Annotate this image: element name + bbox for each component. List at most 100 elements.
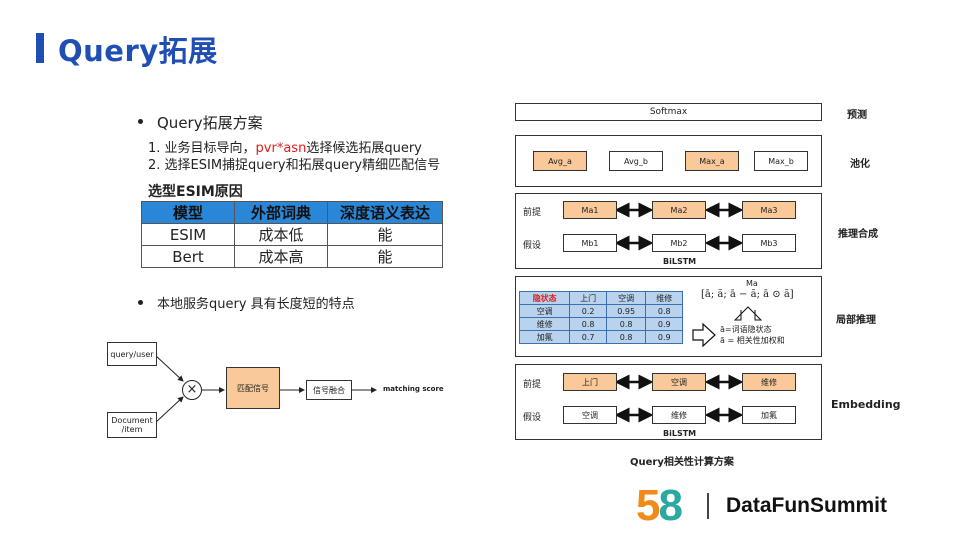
- matrix-cell: 0.95: [605, 304, 647, 318]
- embed-premise-token: 空调: [652, 373, 706, 391]
- esim-caption: Query相关性计算方案: [630, 457, 734, 468]
- pool-avg-a: Avg_a: [533, 151, 587, 171]
- infer-ma3: Ma3: [742, 201, 796, 219]
- brand-name: DataFunSummit: [726, 494, 888, 517]
- table-cell: 成本低: [234, 223, 328, 246]
- bullet-dot: [138, 300, 143, 305]
- connector-arrow: [154, 396, 184, 424]
- table-header: 外部词典: [234, 201, 328, 224]
- bullet-text: 本地服务query 具有长度短的特点: [157, 297, 355, 312]
- embed-premise-token: 维修: [742, 373, 796, 391]
- table-row: 空调 0.2 0.95 0.8: [518, 304, 683, 318]
- input-query-user: query/user: [107, 342, 157, 366]
- matching-diagram-lines: [154, 354, 377, 424]
- infer-mb1: Mb1: [563, 234, 617, 252]
- item1-prefix: 1. 业务目标导向，: [148, 141, 256, 156]
- matrix-col-header: 空调: [605, 291, 647, 305]
- infer-ma2: Ma2: [652, 201, 706, 219]
- bilstm-label: BiLSTM: [663, 429, 697, 438]
- matrix-cell: 0.7: [569, 330, 607, 344]
- embed-hyp-token: 维修: [652, 406, 706, 424]
- brand-logo-58: 58: [636, 480, 683, 532]
- layer-label-predict: 预测: [847, 110, 867, 121]
- table-row: 隐状态 上门 空调 维修: [518, 291, 683, 305]
- layer-label-infer: 推理合成: [838, 229, 878, 240]
- bullet-dot: [138, 119, 143, 124]
- matrix-col-header: 上门: [569, 291, 607, 305]
- matrix-cell: 0.2: [569, 304, 607, 318]
- matrix-cell: 0.8: [605, 330, 647, 344]
- feature-formula: [ā; ã; ā − ã; ā ⊙ ã]: [701, 289, 794, 300]
- table-row: 加氟 0.7 0.8 0.9: [518, 330, 683, 344]
- signal-fusion-box: 信号融合: [306, 380, 352, 400]
- premise-label: 前提: [523, 380, 542, 390]
- legend-hidden-state: ā=词语隐状态: [720, 325, 772, 334]
- infer-mb2: Mb2: [652, 234, 706, 252]
- embedding-frame: [515, 364, 822, 440]
- hypothesis-label: 假设: [523, 413, 542, 423]
- right-arrow-icon: [692, 322, 716, 348]
- attention-matrix: 隐状态 上门 空调 维修 空调 0.2 0.95 0.8 维修 0.8 0.8 …: [518, 291, 683, 344]
- premise-label: 前提: [523, 208, 542, 218]
- multiply-operator: ×: [182, 380, 202, 400]
- input-document-item: Document /item: [107, 412, 157, 438]
- hypothesis-label: 假设: [523, 241, 542, 251]
- match-signal-box: 匹配信号: [226, 367, 280, 409]
- pool-avg-b: Avg_b: [609, 151, 663, 171]
- matrix-cell: 0.8: [645, 304, 683, 318]
- matrix-cell: 0.9: [645, 317, 683, 331]
- title-accent-bar: [36, 33, 44, 63]
- table-title: 选型ESIM原因: [148, 184, 243, 200]
- matrix-row-header: 加氟: [518, 330, 571, 344]
- embed-premise-token: 上门: [563, 373, 617, 391]
- softmax-label: Softmax: [649, 107, 688, 117]
- bilstm-label: BiLSTM: [663, 257, 697, 266]
- pool-max-a: Max_a: [685, 151, 739, 171]
- page-title: Query拓展: [58, 34, 218, 68]
- item1-suffix: 选择候选拓展query: [306, 141, 422, 156]
- table-cell: ESIM: [141, 223, 235, 246]
- pool-max-b: Max_b: [754, 151, 808, 171]
- infer-ma1: Ma1: [563, 201, 617, 219]
- table-cell: 能: [327, 245, 443, 268]
- layer-label-local: 局部推理: [836, 315, 876, 326]
- list-item-2: 2. 选择ESIM捕捉query和拓展query精细匹配信号: [148, 158, 441, 173]
- matrix-cell: 0.9: [645, 330, 683, 344]
- matching-score-label: matching score: [383, 385, 444, 393]
- matrix-col-header: 维修: [645, 291, 683, 305]
- table-row: Bert 成本高 能: [141, 245, 443, 268]
- logo-digit: 8: [658, 481, 683, 530]
- embed-hyp-token: 加氟: [742, 406, 796, 424]
- item1-highlight: pvr*asn: [255, 141, 307, 156]
- table-header: 模型: [141, 201, 235, 224]
- bullet-expansion-plan: Query拓展方案: [138, 112, 263, 133]
- inference-frame: [515, 193, 822, 269]
- up-arrow-icon: [733, 306, 763, 321]
- connector-arrow: [154, 354, 184, 382]
- layer-label-embedding: Embedding: [831, 398, 901, 411]
- bullet-local-service: 本地服务query 具有长度短的特点: [138, 293, 355, 312]
- matrix-cell: 0.8: [569, 317, 607, 331]
- table-header: 深度语义表达: [327, 201, 443, 224]
- logo-digit: 5: [636, 481, 661, 530]
- table-cell: 成本高: [234, 245, 328, 268]
- legend-weighted-sum: ã = 相关性加权和: [720, 336, 785, 345]
- bullet-text: Query拓展方案: [157, 114, 263, 132]
- layer-label-pool: 池化: [850, 159, 870, 170]
- matrix-corner: 隐状态: [518, 291, 571, 305]
- table-cell: 能: [327, 223, 443, 246]
- list-item-1: 1. 业务目标导向，pvr*asn选择候选拓展query: [148, 137, 422, 156]
- table-row: 维修 0.8 0.8 0.9: [518, 317, 683, 331]
- brand-divider: [707, 493, 709, 519]
- table-cell: Bert: [141, 245, 235, 268]
- matrix-row-header: 空调: [518, 304, 571, 318]
- esim-arrows: [614, 202, 763, 423]
- infer-mb3: Mb3: [742, 234, 796, 252]
- matrix-cell: 0.8: [605, 317, 647, 331]
- table-row: ESIM 成本低 能: [141, 223, 443, 246]
- comparison-table: 模型 外部词典 深度语义表达 ESIM 成本低 能 Bert 成本高 能: [141, 201, 443, 268]
- ma-label: Ma: [746, 279, 758, 288]
- pooling-frame: [515, 135, 822, 187]
- embed-hyp-token: 空调: [563, 406, 617, 424]
- local-inference-frame: [515, 276, 822, 357]
